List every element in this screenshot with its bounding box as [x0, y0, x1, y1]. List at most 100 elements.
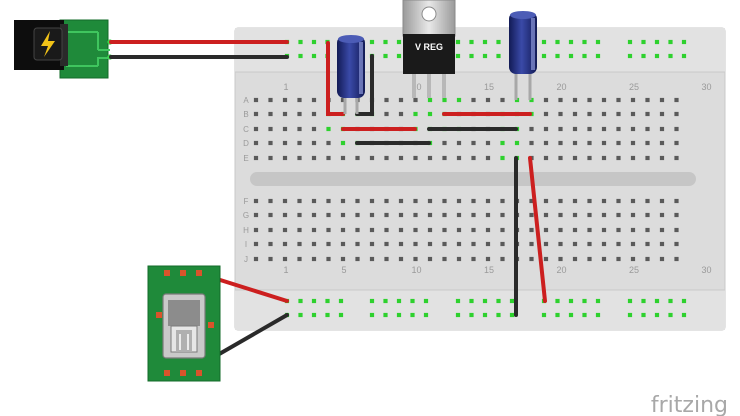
rail-hole	[298, 39, 303, 45]
breadboard-hole	[543, 97, 549, 103]
jack-collar	[60, 24, 68, 66]
breadboard-hole	[485, 155, 491, 161]
breadboard-hole	[442, 227, 447, 233]
row-letter-bottom: H	[243, 226, 249, 235]
breadboard-hole	[601, 256, 607, 262]
row-letter-bottom: F	[244, 197, 249, 206]
breadboard-hole	[500, 97, 505, 103]
breadboard-hole	[268, 111, 273, 117]
breadboard-hole	[601, 198, 607, 204]
breadboard-hole	[442, 256, 447, 262]
breadboard-hole	[645, 140, 650, 146]
capacitor-1-top	[338, 35, 364, 43]
rail-hole	[681, 312, 687, 318]
rail-hole	[681, 39, 687, 45]
rail-hole	[582, 53, 587, 59]
breadboard-hole	[355, 155, 360, 161]
breadboard-hole	[268, 97, 273, 103]
breadboard-hole	[311, 241, 317, 247]
breadboard-hole	[630, 256, 636, 262]
black-wire-rail-to-b	[355, 54, 374, 116]
breadboard-hole	[587, 256, 592, 262]
breadboard-hole	[340, 97, 346, 103]
rail-hole	[555, 298, 560, 304]
breadboard-hole	[616, 111, 621, 117]
capacitor-2-stripe	[531, 18, 535, 70]
breadboard-hole	[572, 227, 578, 233]
breadboard-hole	[253, 155, 259, 161]
breadboard-hole	[384, 212, 389, 218]
breadboard-hole	[384, 241, 389, 247]
breadboard-hole	[674, 126, 679, 132]
colnum-bottom: 25	[629, 265, 639, 275]
breadboard-hole	[413, 97, 418, 103]
breadboard-hole	[659, 212, 665, 218]
breadboard-hole	[471, 140, 476, 146]
breadboard-hole	[674, 241, 679, 247]
breadboard-hole	[253, 126, 259, 132]
breadboard-hole	[456, 212, 462, 218]
breadboard-hole	[297, 155, 302, 161]
breadboard-hole	[253, 198, 259, 204]
rail-hole	[582, 39, 587, 45]
rail-hole	[568, 53, 574, 59]
breadboard-hole	[543, 212, 549, 218]
rail-hole	[369, 298, 375, 304]
breadboard-hole	[413, 227, 418, 233]
breadboard-hole	[471, 256, 476, 262]
breadboard-hole	[297, 126, 302, 132]
breadboard-hole	[311, 198, 317, 204]
breadboard-hole	[500, 256, 505, 262]
rail-hole	[496, 298, 501, 304]
breadboard-hole	[282, 111, 288, 117]
rail-hole	[338, 298, 344, 304]
breadboard-hole	[543, 140, 549, 146]
rail-hole	[509, 298, 515, 304]
breadboard-hole	[485, 212, 491, 218]
rail-hole	[338, 312, 344, 318]
breadboard-hole	[645, 97, 650, 103]
breadboard-hole	[398, 97, 404, 103]
breadboard-hole	[601, 212, 607, 218]
breadboard-hole	[674, 111, 679, 117]
breadboard-hole	[268, 140, 273, 146]
breadboard-hole	[297, 227, 302, 233]
breadboard-hole	[529, 140, 534, 146]
rail-hole	[496, 53, 501, 59]
breadboard-hole	[340, 227, 346, 233]
rail-hole	[595, 312, 601, 318]
breadboard-hole	[587, 140, 592, 146]
breadboard-hole	[601, 140, 607, 146]
rail-hole	[469, 298, 474, 304]
rail-hole	[595, 39, 601, 45]
breadboard-hole	[326, 256, 331, 262]
breadboard-hole	[659, 198, 665, 204]
breadboard-hole	[674, 227, 679, 233]
breadboard-hole	[253, 97, 259, 103]
breadboard-hole	[529, 256, 534, 262]
rail-hole	[325, 298, 330, 304]
capacitor-1-body	[337, 36, 365, 98]
breadboard-hole	[601, 227, 607, 233]
rail-hole	[311, 312, 317, 318]
colnum-bottom: 5	[341, 265, 346, 275]
capacitor-1	[337, 35, 365, 114]
breadboard-hole	[253, 111, 259, 117]
rail-hole	[627, 298, 633, 304]
breadboard-hole	[572, 241, 578, 247]
rail-hole	[455, 298, 461, 304]
breadboard-hole	[645, 241, 650, 247]
breadboard-hole	[529, 126, 534, 132]
breadboard-hole	[311, 140, 317, 146]
breadboard-hole	[369, 227, 375, 233]
breadboard-hole	[514, 140, 520, 146]
breadboard-hole	[253, 256, 259, 262]
breadboard-hole	[500, 241, 505, 247]
rail-hole	[482, 39, 488, 45]
rail-hole	[369, 312, 375, 318]
rail-hole	[496, 39, 501, 45]
breadboard-hole	[282, 241, 288, 247]
wires	[109, 40, 547, 374]
breadboard-hole	[485, 97, 491, 103]
